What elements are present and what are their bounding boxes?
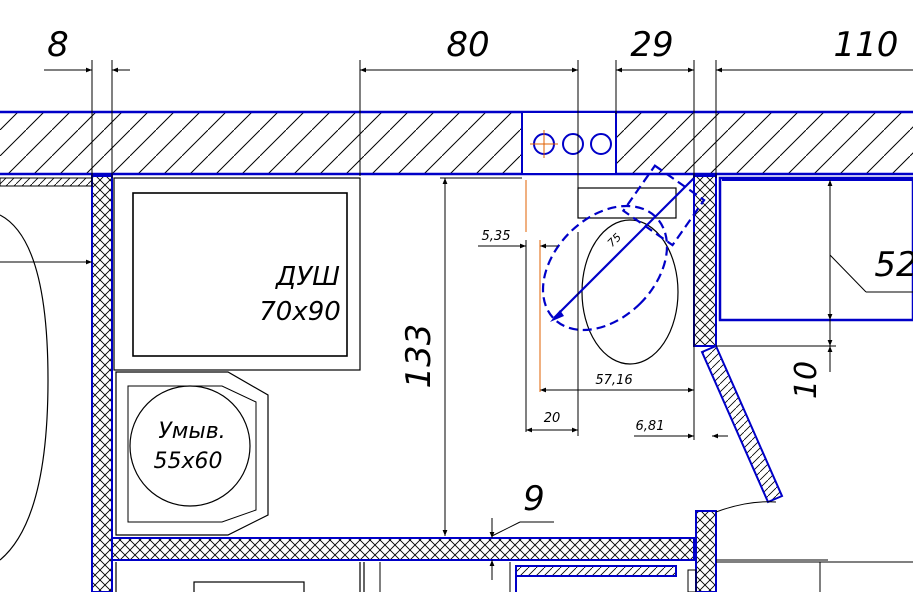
pipe-icon [590,133,612,155]
dim-top-110: 110 [834,25,899,65]
partition-walls [91,175,717,592]
pipe-riser-group [530,130,612,158]
dimension-lines [44,60,913,592]
dim-small-57-16: 57,16 [595,373,632,388]
dim-height-133: 133 [399,324,439,389]
right-room [718,176,913,322]
door-leaf [700,344,784,513]
dim-small-20: 20 [544,411,561,426]
sink-fixture: Умыв. 55x60 [115,371,269,536]
shower-size: 70x90 [259,297,341,327]
dim-small-5-35: 5,35 [482,229,511,244]
top-wall [0,110,913,176]
sink-label: Умыв. [158,419,225,444]
dim-right-52: 52 [874,245,913,285]
dim-right-10: 10 [789,361,824,399]
shower-label: ДУШ [275,262,340,292]
toilet-fixture: 75 [541,164,706,365]
pipe-icon [562,133,584,155]
pipe-icon [530,130,558,158]
dim-top-8: 8 [47,25,69,65]
bottom-rooms [115,561,913,592]
left-room [0,177,93,561]
dim-top-80: 80 [446,25,489,65]
shower-fixture: ДУШ 70x90 [113,177,361,371]
dim-top-29: 29 [630,25,673,65]
dim-angle-75: 75 [605,231,624,250]
dim-small-6-81: 6,81 [636,419,665,434]
sink-size: 55x60 [153,449,222,474]
dim-bottom-9: 9 [523,479,545,519]
